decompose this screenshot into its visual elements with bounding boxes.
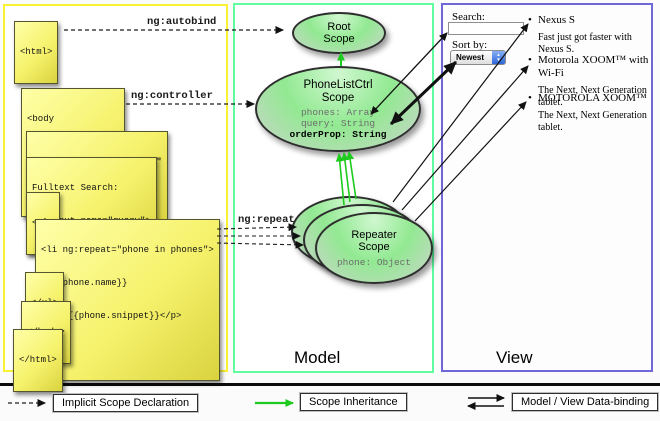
phone-snippet: Fast just got faster with Nexus S. [538, 32, 632, 55]
root-scope-title-1: Root [327, 21, 351, 33]
directive-label-autobind: ng:autobind [147, 16, 217, 28]
phone-list-item: • MOTOROLA XOOM™ The Next, Next Generati… [528, 92, 650, 134]
code-line: <li ng:repeat="phone in phones"> [41, 245, 214, 255]
code-line: <p>{{phone.snippet}}</p> [41, 311, 182, 321]
bullet-icon: • [528, 54, 532, 66]
legend-scope-inheritance: Scope Inheritance [300, 393, 407, 411]
phone-list-item: • Motorola XOOM™ with Wi-Fi The Next, Ne… [528, 54, 650, 109]
stepper-down-icon: ▼ [496, 56, 501, 62]
legend-divider [0, 383, 660, 386]
bullet-icon: • [528, 92, 532, 104]
code-line: <html> [20, 47, 53, 57]
scope-prop-orderprop: orderProp: String [289, 128, 387, 140]
phone-list-item: • Nexus S Fast just got faster with Nexu… [528, 14, 650, 56]
phone-name: MOTOROLA XOOM™ [538, 92, 647, 104]
model-panel [233, 3, 434, 373]
phonelistctrl-scope-title-2: Scope [321, 91, 355, 104]
repeater-scope-title-2: Scope [358, 240, 390, 253]
select-stepper-icon: ▲ ▼ [492, 51, 505, 64]
code-box-html-close: </html> [13, 329, 63, 392]
root-scope-title-2: Scope [323, 33, 355, 45]
phonelistctrl-scope-title-1: PhoneListCtrl [303, 78, 373, 91]
scope-prop-query: query: String [300, 117, 376, 129]
view-panel-label: View [496, 348, 533, 367]
model-panel-label: Model [294, 348, 341, 367]
sort-select-value: Newest [456, 53, 485, 62]
repeater-scope-title-1: Repeater [351, 228, 397, 241]
phone-name: Motorola XOOM™ with Wi-Fi [538, 54, 649, 79]
phone-snippet: The Next, Next Generation tablet. [538, 85, 647, 108]
phone-snippet: The Next, Next Generation tablet. [538, 110, 647, 133]
phone-name: Nexus S [538, 14, 575, 26]
code-line: </html> [19, 355, 57, 365]
bullet-icon: • [528, 14, 532, 26]
legend-implicit-scope-declaration: Implicit Scope Declaration [53, 394, 199, 412]
code-line: {{phone.name}} [41, 278, 128, 288]
search-input[interactable] [448, 22, 524, 35]
search-label: Search: [452, 11, 485, 23]
directive-label-repeat: ng:repeat [238, 214, 295, 226]
legend-model-view-databinding: Model / View Data-binding [512, 393, 659, 411]
root-scope-ellipse: Root Scope [292, 12, 386, 54]
repeater-scope-ellipse-front: Repeater Scope phone: Object [315, 212, 433, 284]
code-line: Fulltext Search: [32, 183, 119, 193]
phonelistctrl-scope-ellipse: PhoneListCtrl Scope phones: Array query:… [255, 66, 421, 152]
code-box-html-open: <html> [14, 21, 59, 84]
sort-select[interactable]: Newest ▲ ▼ [450, 50, 506, 65]
code-line: <body [27, 114, 55, 124]
directive-label-controller: ng:controller [131, 90, 213, 102]
scope-prop-phone: phone: Object [336, 256, 412, 268]
scope-prop-phones: phones: Array [300, 106, 376, 118]
